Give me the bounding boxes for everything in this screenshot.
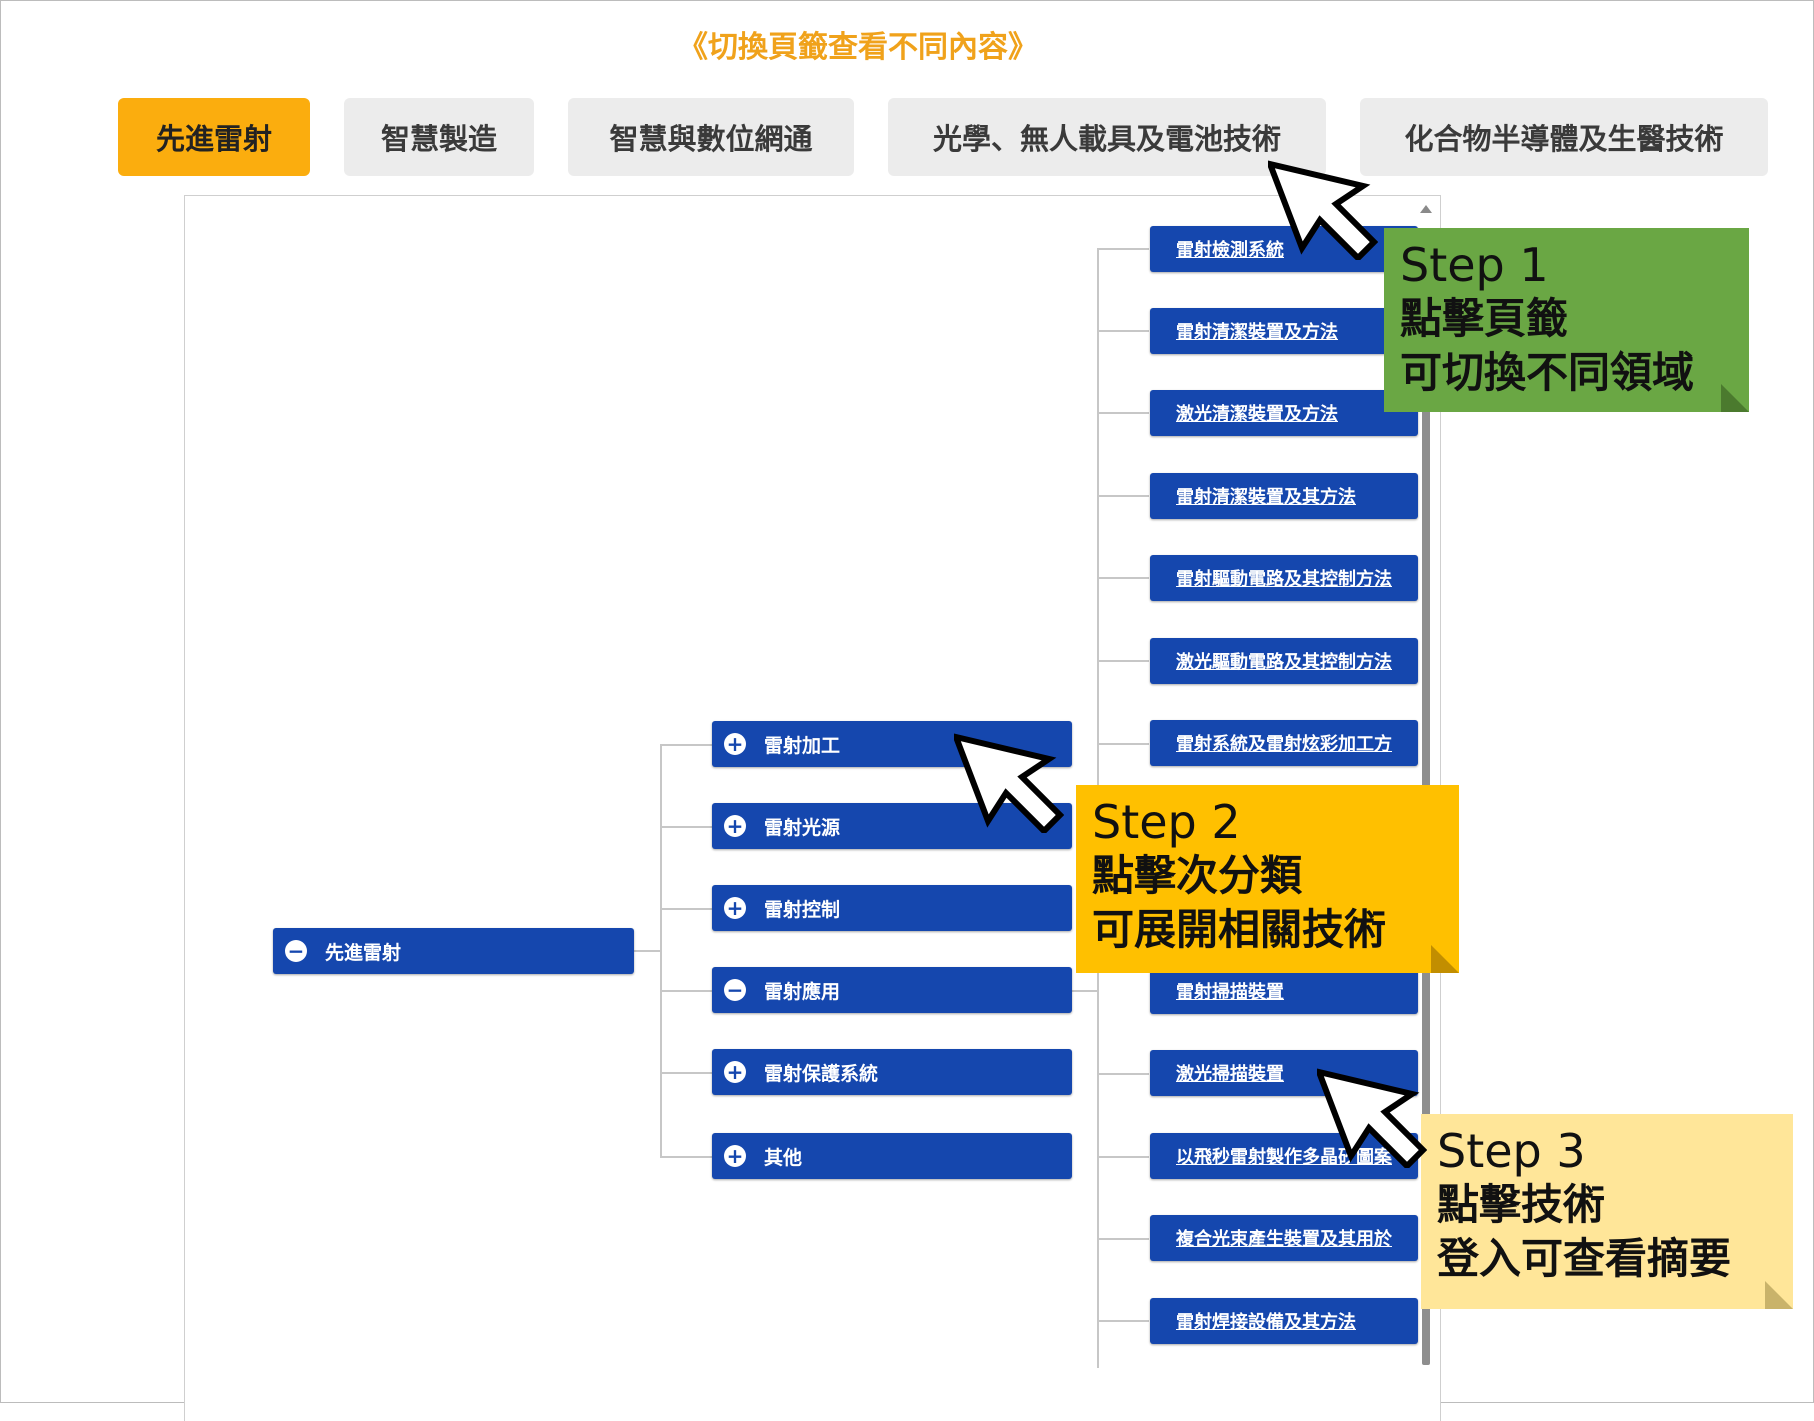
callout-step-title: Step 1 [1400, 238, 1549, 292]
plus-circle-icon: + [724, 815, 746, 837]
page-headline: 《切換頁籤查看不同內容》 [678, 30, 1038, 65]
plus-circle-icon: + [724, 1145, 746, 1167]
technology-link[interactable]: 雷射掃描裝置 [1150, 968, 1418, 1014]
connector-line [660, 1072, 712, 1074]
minus-circle-icon: − [285, 940, 307, 962]
callout-step-title: Step 3 [1437, 1124, 1586, 1178]
connector-line [660, 744, 662, 1158]
connector-line [1072, 990, 1098, 992]
plus-circle-icon: + [724, 897, 746, 919]
arrow-cursor-icon [954, 733, 1064, 833]
root-node-label: 先進雷射 [325, 941, 402, 964]
tab-compound-semiconductor-biomed[interactable]: 化合物半導體及生醫技術 [1360, 98, 1768, 176]
arrow-cursor-icon [1317, 1068, 1427, 1168]
technology-link[interactable]: 激光清潔裝置及方法 [1150, 390, 1418, 436]
connector-line [1097, 660, 1149, 662]
callout-line: 點擊技術 [1437, 1180, 1606, 1229]
tab-smart-digital-network[interactable]: 智慧與數位網通 [568, 98, 854, 176]
callout-line: 可展開相關技術 [1092, 905, 1387, 954]
connector-line [1097, 495, 1149, 497]
callout-line: 點擊次分類 [1092, 851, 1303, 900]
category-node-laser-source[interactable]: + 雷射光源 [712, 803, 1072, 849]
category-label: 其他 [764, 1146, 803, 1169]
technology-link[interactable]: 激光驅動電路及其控制方法 [1150, 638, 1418, 684]
callout-line: 可切換不同領域 [1400, 348, 1695, 397]
technology-link[interactable]: 雷射焊接設備及其方法 [1150, 1298, 1418, 1344]
connector-line [1097, 330, 1149, 332]
connector-line [660, 826, 712, 828]
tab-optics-drone-battery[interactable]: 光學、無人載具及電池技術 [888, 98, 1326, 176]
callout-step-1: Step 1 點擊頁籤 可切換不同領域 [1384, 228, 1749, 412]
category-label: 雷射應用 [764, 980, 841, 1003]
connector-line [1097, 1238, 1149, 1240]
callout-step-title: Step 2 [1092, 795, 1241, 849]
technology-link[interactable]: 雷射驅動電路及其控制方法 [1150, 555, 1418, 601]
category-node-other[interactable]: + 其他 [712, 1133, 1072, 1179]
technology-link[interactable]: 雷射清潔裝置及其方法 [1150, 473, 1418, 519]
category-node-laser-protection[interactable]: + 雷射保護系統 [712, 1049, 1072, 1095]
page-fold [1431, 945, 1459, 973]
callout-step-2: Step 2 點擊次分類 可展開相關技術 [1076, 785, 1459, 973]
technology-link[interactable]: 雷射清潔裝置及方法 [1150, 308, 1418, 354]
arrow-cursor-icon [1268, 160, 1378, 260]
callout-line: 登入可查看摘要 [1437, 1234, 1732, 1283]
connector-line [1097, 743, 1149, 745]
tree-root-node[interactable]: − 先進雷射 [273, 928, 634, 974]
plus-circle-icon: + [724, 1061, 746, 1083]
connector-line [634, 950, 660, 952]
page-fold [1765, 1281, 1793, 1309]
category-label: 雷射控制 [764, 898, 841, 921]
connector-line [1097, 412, 1149, 414]
connector-line [660, 990, 712, 992]
category-node-laser-control[interactable]: + 雷射控制 [712, 885, 1072, 931]
connector-line [1097, 248, 1149, 250]
callout-line: 點擊頁籤 [1400, 294, 1569, 343]
technology-link[interactable]: 激光掃描裝置 [1150, 1050, 1418, 1096]
connector-line [1097, 577, 1149, 579]
technology-link[interactable]: 以飛秒雷射製作多晶矽圖案 [1150, 1133, 1418, 1179]
category-node-laser-application[interactable]: − 雷射應用 [712, 967, 1072, 1013]
technology-link[interactable]: 雷射系統及雷射炫彩加工方 [1150, 720, 1418, 766]
category-label: 雷射光源 [764, 816, 841, 839]
category-label: 雷射保護系統 [764, 1062, 879, 1085]
tab-smart-manufacturing[interactable]: 智慧製造 [344, 98, 534, 176]
connector-line [1097, 1073, 1149, 1075]
connector-line [660, 908, 712, 910]
connector-line [660, 744, 712, 746]
category-label: 雷射加工 [764, 734, 841, 757]
technology-link[interactable]: 複合光束產生裝置及其用於 [1150, 1215, 1418, 1261]
connector-line [1097, 1156, 1149, 1158]
page-fold [1721, 384, 1749, 412]
minus-circle-icon: − [724, 979, 746, 1001]
connector-line [660, 1156, 712, 1158]
technology-link[interactable]: 雷射檢測系統 [1150, 226, 1418, 272]
callout-step-3: Step 3 點擊技術 登入可查看摘要 [1421, 1114, 1793, 1309]
scroll-up-icon[interactable] [1420, 205, 1432, 213]
plus-circle-icon: + [724, 733, 746, 755]
connector-line [1097, 1320, 1149, 1322]
tab-advanced-laser[interactable]: 先進雷射 [118, 98, 310, 176]
